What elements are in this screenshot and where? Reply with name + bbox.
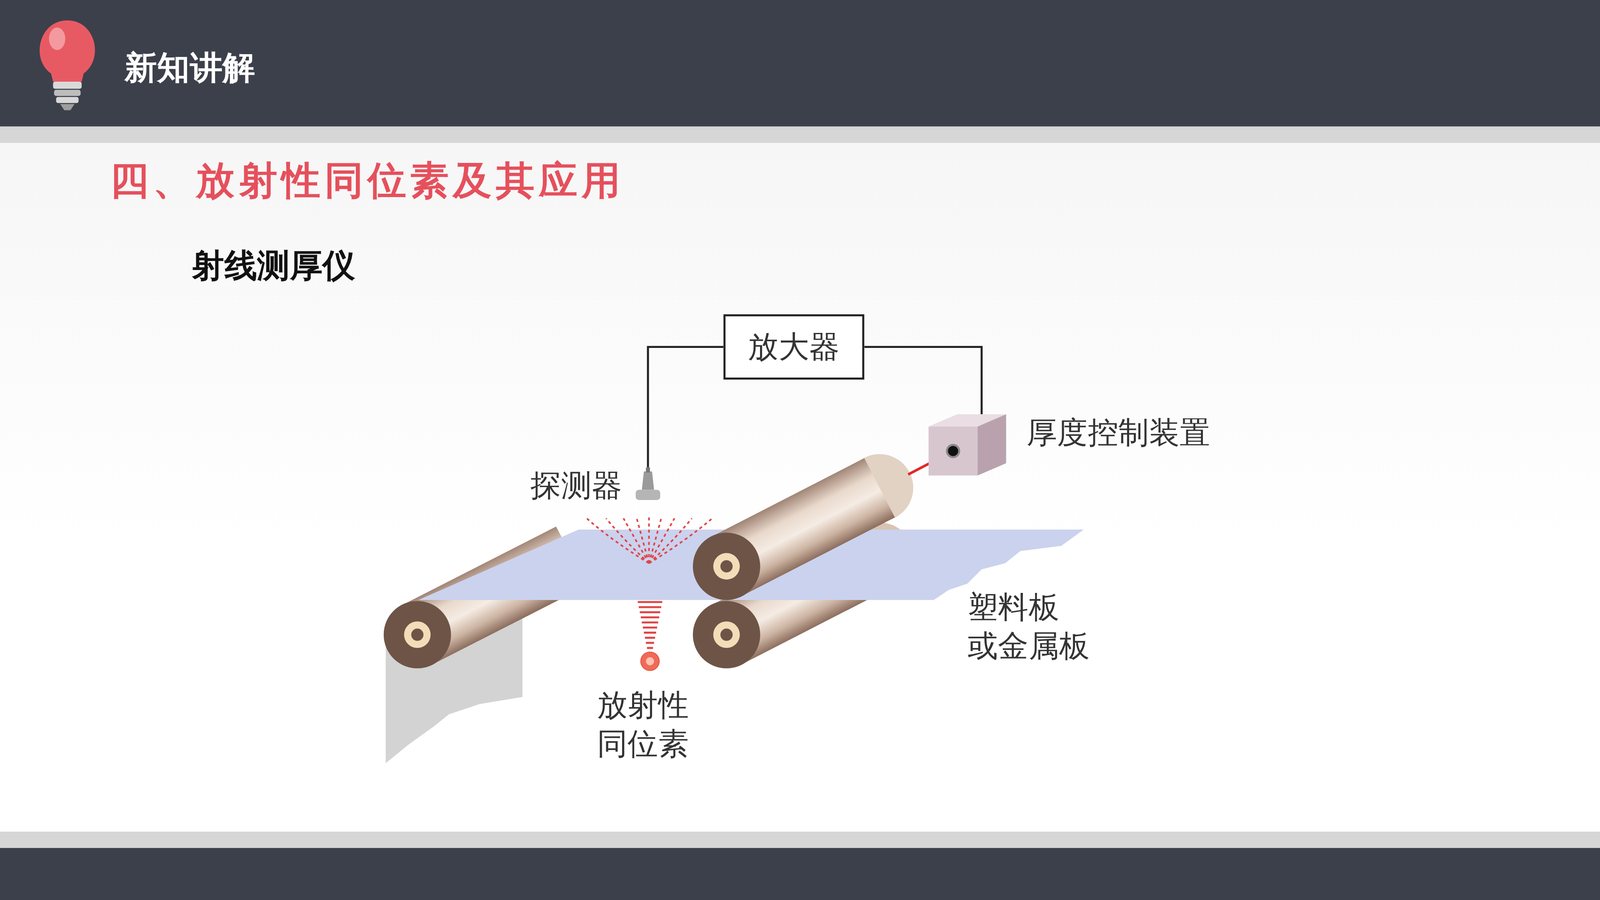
- bulb-icon: [39, 20, 95, 111]
- radiation-rays: [586, 516, 713, 564]
- device-icon: [926, 414, 1009, 478]
- wire: [647, 347, 724, 468]
- radioactive-source: [637, 602, 663, 671]
- detector: 探测器: [530, 467, 663, 505]
- header-label: 新知讲解: [124, 45, 255, 90]
- slide-title: 四、放射性同位素及其应用: [110, 155, 625, 206]
- amplifier-box: 放大器: [723, 314, 865, 380]
- roller: [692, 454, 914, 600]
- footer-bar: [0, 847, 1600, 900]
- wire: [864, 347, 982, 415]
- plate-label: 塑料板 或金属板: [967, 587, 1111, 666]
- source-label: 放射性 同位素: [597, 685, 740, 764]
- thickness-control-device: 厚度控制装置: [926, 414, 1211, 478]
- header-bar: [0, 0, 1600, 127]
- detector-icon: [632, 467, 663, 505]
- footer-strip: [0, 831, 1600, 848]
- node-label: 探测器: [530, 467, 623, 505]
- node-label: 放大器: [747, 328, 840, 366]
- section-heading: 射线测厚仪: [191, 242, 355, 288]
- header-strip: [0, 126, 1600, 143]
- node-label: 厚度控制装置: [1026, 414, 1211, 451]
